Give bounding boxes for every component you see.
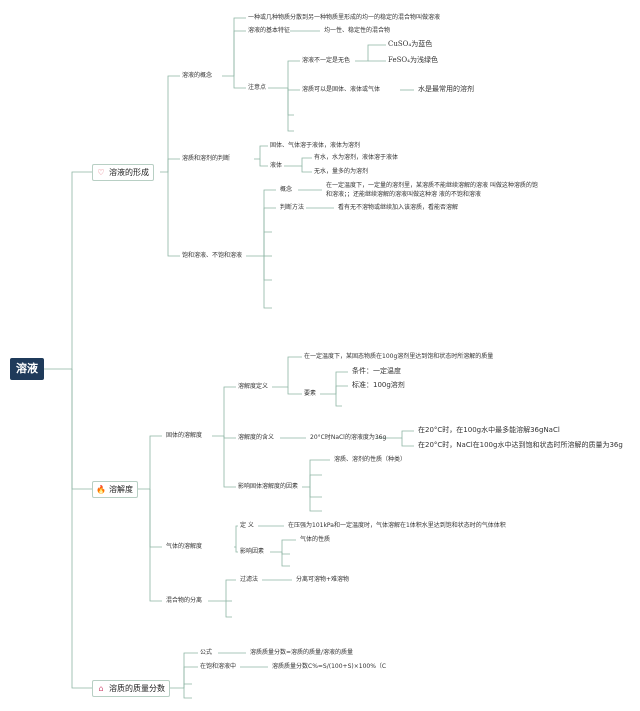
node-influence-label[interactable]: 影响固体溶解度的因素	[238, 483, 299, 490]
node-meaning-label[interactable]: 溶解度的含义	[238, 434, 275, 441]
node-gas-def-label[interactable]: 定 义	[240, 522, 254, 529]
node-saturated-frac[interactable]: 溶质质量分数C%=S/(100+S)×100%（C	[272, 663, 387, 670]
topic-solubility[interactable]: 🔥溶解度	[92, 481, 138, 498]
node-color-note[interactable]: 溶液不一定是无色	[302, 57, 351, 64]
node-solute-note[interactable]: 溶质可以是固体、液体或气体	[302, 86, 381, 93]
node-sat-concept-line2[interactable]: 和溶液；；还能继续溶解的溶液叫做这种溶 液的不饱和溶液	[326, 191, 481, 198]
node-water-note[interactable]: 水是最常用的溶剂	[418, 85, 474, 93]
node-solid[interactable]: 固体的溶解度	[166, 432, 203, 439]
node-with-water[interactable]: 有水，水为溶剂，液体溶于液体	[314, 154, 399, 161]
node-gas[interactable]: 气体的溶解度	[166, 543, 203, 550]
node-feature[interactable]: 均一性、稳定性的混合物	[324, 27, 391, 34]
node-cond2[interactable]: 标准：100g溶剂	[352, 381, 405, 389]
node-meaning[interactable]: 20°C时NaCl的溶液度为36g	[310, 434, 387, 441]
flame-icon: 🔥	[96, 485, 106, 494]
node-sat-method[interactable]: 判断方法	[280, 204, 305, 211]
node-meaning-2[interactable]: 在20°C时，NaCl在100g水中达到饱和状态时所溶解的质量为36g	[418, 441, 623, 449]
root-topic[interactable]: 溶液	[10, 358, 44, 380]
node-influence-1[interactable]: 溶质、溶剂的性质（种类）	[334, 456, 407, 463]
house-icon: ⌂	[98, 684, 104, 693]
topic-label: 溶质的质量分数	[109, 684, 165, 693]
node-definition[interactable]: 一种或几种物质分散到另一种物质里形成的均一的稳定的混合物叫做溶液	[248, 14, 441, 21]
node-sat-concept[interactable]: 概念	[280, 186, 293, 193]
node-sat-method-text[interactable]: 看有无不溶物或继续加入该溶质，看能否溶解	[338, 204, 459, 211]
node-judge[interactable]: 溶质和溶剂的判断	[182, 155, 231, 162]
node-feature-label[interactable]: 溶液的基本特征	[248, 27, 291, 34]
node-filter-label[interactable]: 过滤法	[240, 576, 259, 583]
node-sat-concept-line1[interactable]: 在一定温度下，一定量的溶剂里，某溶质不能继续溶解的溶液 叫做这种溶质的饱	[326, 182, 538, 189]
node-filter[interactable]: 分离可溶物+难溶物	[296, 576, 350, 583]
node-factors[interactable]: 要素	[304, 390, 317, 397]
topic-mass-fraction[interactable]: ⌂ 溶质的质量分数	[92, 680, 170, 697]
heart-icon: ♡	[97, 168, 105, 177]
node-notes[interactable]: 注意点	[248, 84, 267, 91]
node-meaning-1[interactable]: 在20°C时，在100g水中最多能溶解36gNaCl	[418, 426, 560, 434]
node-no-water[interactable]: 无水，量多的为溶剂	[314, 168, 369, 175]
node-saturated[interactable]: 饱和溶液、不饱和溶液	[182, 252, 243, 259]
node-saturated-frac-label[interactable]: 在饱和溶液中	[200, 663, 237, 670]
node-cond1[interactable]: 条件：一定温度	[352, 367, 401, 375]
node-solid-def-label[interactable]: 溶解度定义	[238, 383, 269, 390]
topic-label: 溶液的形成	[109, 168, 149, 177]
node-formula[interactable]: 溶质质量分数=溶质的质量/溶液的质量	[250, 649, 354, 656]
node-gas-factor-1[interactable]: 气体的性质	[300, 536, 331, 543]
node-solid-def[interactable]: 在一定温度下，某固态物质在100g溶剂里达到饱和状态时所溶解的质量	[304, 353, 494, 360]
node-cuso4[interactable]: CuSO₄为蓝色	[388, 40, 433, 48]
node-concept[interactable]: 溶液的概念	[182, 72, 213, 79]
node-liquid[interactable]: 液体	[270, 162, 283, 169]
node-feso4[interactable]: FeSO₄为浅绿色	[388, 56, 438, 64]
node-gas-factor-label[interactable]: 影响因素	[240, 548, 265, 555]
topic-solution-formation[interactable]: ♡ 溶液的形成	[92, 164, 154, 181]
node-gas-def[interactable]: 在压强为101kPa和一定温度时，气体溶解在1体积水里达到饱和状态时的气体体积	[288, 522, 506, 529]
node-solid-gas[interactable]: 固体、气体溶于液体，液体为溶剂	[270, 142, 361, 149]
node-mixture[interactable]: 混合物的分离	[166, 597, 203, 604]
node-formula-label[interactable]: 公式	[200, 649, 213, 656]
topic-label: 溶解度	[109, 485, 133, 494]
